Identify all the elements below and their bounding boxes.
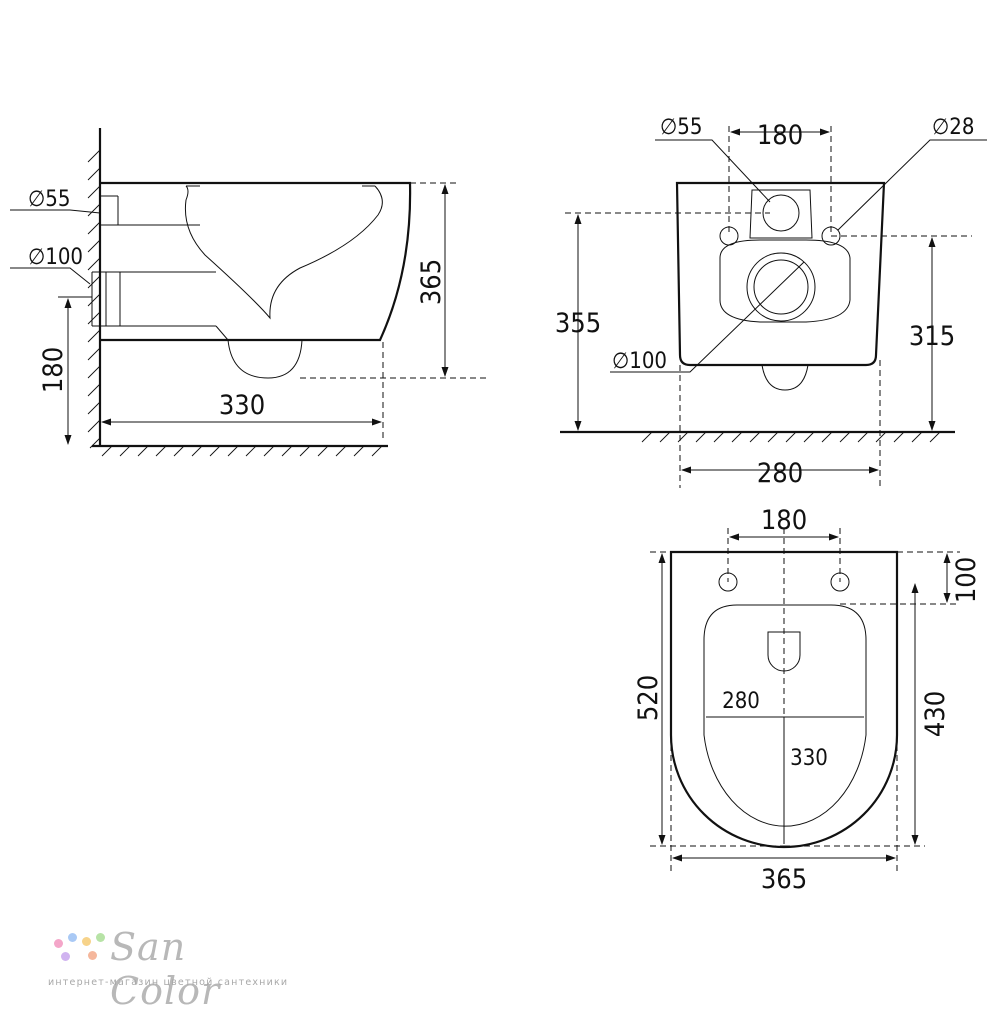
rear-d28-leader [837,139,987,231]
bowl-outline [100,181,412,342]
label-rear-h355: 355 [555,308,601,339]
bowl-inner [184,185,383,320]
logo-dot [54,939,63,948]
logo-dot [82,937,91,946]
top-view: 280 330 180 100 520 430 365 [633,505,982,895]
inlet-hole [762,194,800,232]
label-seat-280: 280 [722,689,760,714]
label-top-h100: 100 [951,557,982,603]
rear-view: 180 ∅55 ∅28 ∅100 355 315 [555,115,987,489]
outlet-ring-inner [753,259,809,315]
d100-leader [10,267,91,285]
logo-dot [68,933,77,942]
label-rear-w280: 280 [757,458,803,489]
rear-ground-hatch [641,431,941,443]
brand-logo: San Color интернет-магазин цветной санте… [48,925,308,1013]
label-top-h520: 520 [633,675,664,721]
label-top-w180: 180 [761,505,807,536]
rear-d100-leader [610,261,805,373]
label-rear-d100: ∅100 [612,349,667,374]
top-body-outline [669,550,899,849]
outlet-ring-outer [746,252,816,322]
d55-leader [10,209,101,214]
label-top-w365: 365 [761,864,807,895]
label-rear-d55: ∅55 [660,115,702,140]
rear-foot [761,364,809,391]
outlet-flange [719,239,851,323]
floor-hatch [101,445,383,457]
label-top-h430: 430 [920,691,951,737]
inlet-recess [749,189,813,239]
wall-hatch [87,149,101,449]
logo-dot [88,951,97,960]
seat-opening [703,604,867,827]
label-d55: ∅55 [28,187,70,212]
side-view: ∅55 ∅100 365 180 330 [10,128,490,457]
rear-body [675,181,886,367]
label-h180: 180 [38,347,69,393]
outlet-pipe [91,271,229,341]
outlet-trap [227,339,303,379]
logo-dot [61,952,70,961]
rear-d55-leader [655,139,771,203]
label-rear-w180: 180 [757,120,803,151]
label-rear-h315: 315 [909,321,955,352]
top-outlet [767,631,801,672]
label-rear-d28: ∅28 [932,115,974,140]
label-d100: ∅100 [28,245,83,270]
logo-tagline: интернет-магазин цветной сантехники [48,977,289,988]
label-h365: 365 [416,259,447,305]
logo-dot [96,933,105,942]
label-w330: 330 [219,390,265,421]
inlet-pipe [100,195,200,226]
label-seat-330: 330 [790,746,828,771]
